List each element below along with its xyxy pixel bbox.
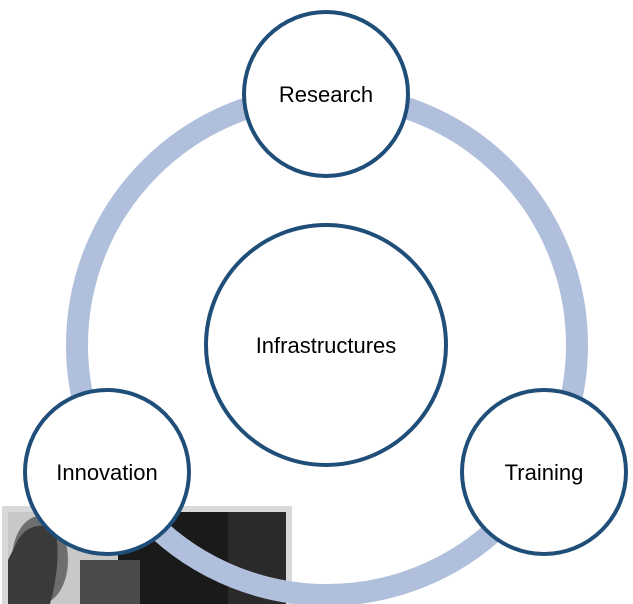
node-innovation-label: Innovation — [56, 460, 158, 485]
node-training: Training — [460, 388, 628, 556]
node-training-circle — [460, 388, 628, 556]
node-center: Infrastructures — [204, 223, 448, 467]
node-center-circle — [204, 223, 448, 467]
node-innovation: Innovation — [23, 388, 191, 556]
photo-mid-area — [80, 560, 140, 604]
photograph — [2, 506, 292, 604]
node-innovation-circle — [23, 388, 191, 556]
node-research-label: Research — [279, 82, 373, 107]
photo-figure-shadow — [8, 525, 58, 604]
node-research: Research — [242, 10, 410, 178]
node-training-label: Training — [505, 460, 584, 485]
node-research-circle — [242, 10, 410, 178]
node-center-label: Infrastructures — [256, 333, 397, 358]
